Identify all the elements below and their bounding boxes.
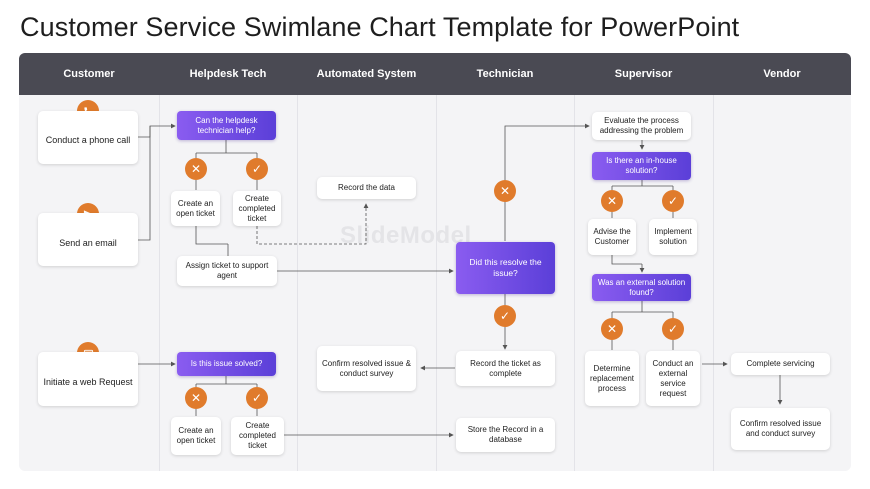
complete-servicing-step[interactable]: Complete servicing [731, 353, 830, 375]
decision-resolve-issue[interactable]: Did this resolve the issue? [456, 242, 555, 294]
create-completed-ticket-step[interactable]: Create completed ticket [233, 191, 281, 226]
initiate-web-request-step[interactable]: Initiate a web Request [38, 352, 138, 406]
yes-icon: ✓ [246, 158, 268, 180]
create-open-ticket-step[interactable]: Create an open ticket [171, 191, 220, 226]
swimlane-frame: Customer Helpdesk Tech Automated System … [19, 53, 851, 471]
lane-divider [713, 95, 714, 471]
yes-icon: ✓ [494, 305, 516, 327]
no-icon: ✕ [601, 190, 623, 212]
conduct-phone-call-step[interactable]: Conduct a phone call [38, 111, 138, 164]
evaluate-process-step[interactable]: Evaluate the process addressing the prob… [592, 112, 691, 140]
lane-divider [436, 95, 437, 471]
no-icon: ✕ [601, 318, 623, 340]
lane-divider [574, 95, 575, 471]
yes-icon: ✓ [246, 387, 268, 409]
implement-solution-step[interactable]: Implement solution [649, 219, 697, 255]
determine-replacement-step[interactable]: Determine replacement process [585, 351, 639, 406]
yes-icon: ✓ [662, 318, 684, 340]
lane-divider [297, 95, 298, 471]
lane-vendor: Vendor [763, 68, 801, 80]
yes-icon: ✓ [662, 190, 684, 212]
vendor-confirm-survey-step[interactable]: Confirm resolved issue and conduct surve… [731, 408, 830, 450]
store-record-database-step[interactable]: Store the Record in a database [456, 418, 555, 452]
lane-automated-system: Automated System [316, 68, 417, 80]
lane-helpdesk-tech: Helpdesk Tech [189, 68, 267, 80]
decision-helpdesk-can-help[interactable]: Can the helpdesk technician help? [177, 111, 276, 140]
no-icon: ✕ [185, 158, 207, 180]
record-data-step[interactable]: Record the data [317, 177, 416, 199]
watermark: SlideModel [340, 222, 472, 249]
no-icon: ✕ [494, 180, 516, 202]
lane-supervisor: Supervisor [614, 68, 673, 80]
slide-title: Customer Service Swimlane Chart Template… [20, 12, 740, 42]
lane-customer: Customer [63, 68, 115, 80]
create-completed-ticket-step[interactable]: Create completed ticket [231, 417, 284, 455]
decision-inhouse-solution[interactable]: Is there an in-house solution? [592, 152, 691, 180]
no-icon: ✕ [185, 387, 207, 409]
send-email-step[interactable]: Send an email [38, 213, 138, 266]
record-ticket-complete-step[interactable]: Record the ticket as complete [456, 351, 555, 386]
lane-header-bar: Customer Helpdesk Tech Automated System … [19, 53, 851, 95]
conduct-external-request-step[interactable]: Conduct an external service request [646, 351, 700, 406]
confirm-resolved-survey-step[interactable]: Confirm resolved issue & conduct survey [317, 346, 416, 391]
decision-external-solution[interactable]: Was an external solution found? [592, 274, 691, 301]
advise-customer-step[interactable]: Advise the Customer [588, 219, 636, 255]
lane-technician: Technician [476, 68, 534, 80]
lane-divider [159, 95, 160, 471]
decision-issue-solved[interactable]: Is this issue solved? [177, 352, 276, 376]
create-open-ticket-step[interactable]: Create an open ticket [171, 417, 221, 455]
assign-ticket-step[interactable]: Assign ticket to support agent [177, 256, 277, 286]
